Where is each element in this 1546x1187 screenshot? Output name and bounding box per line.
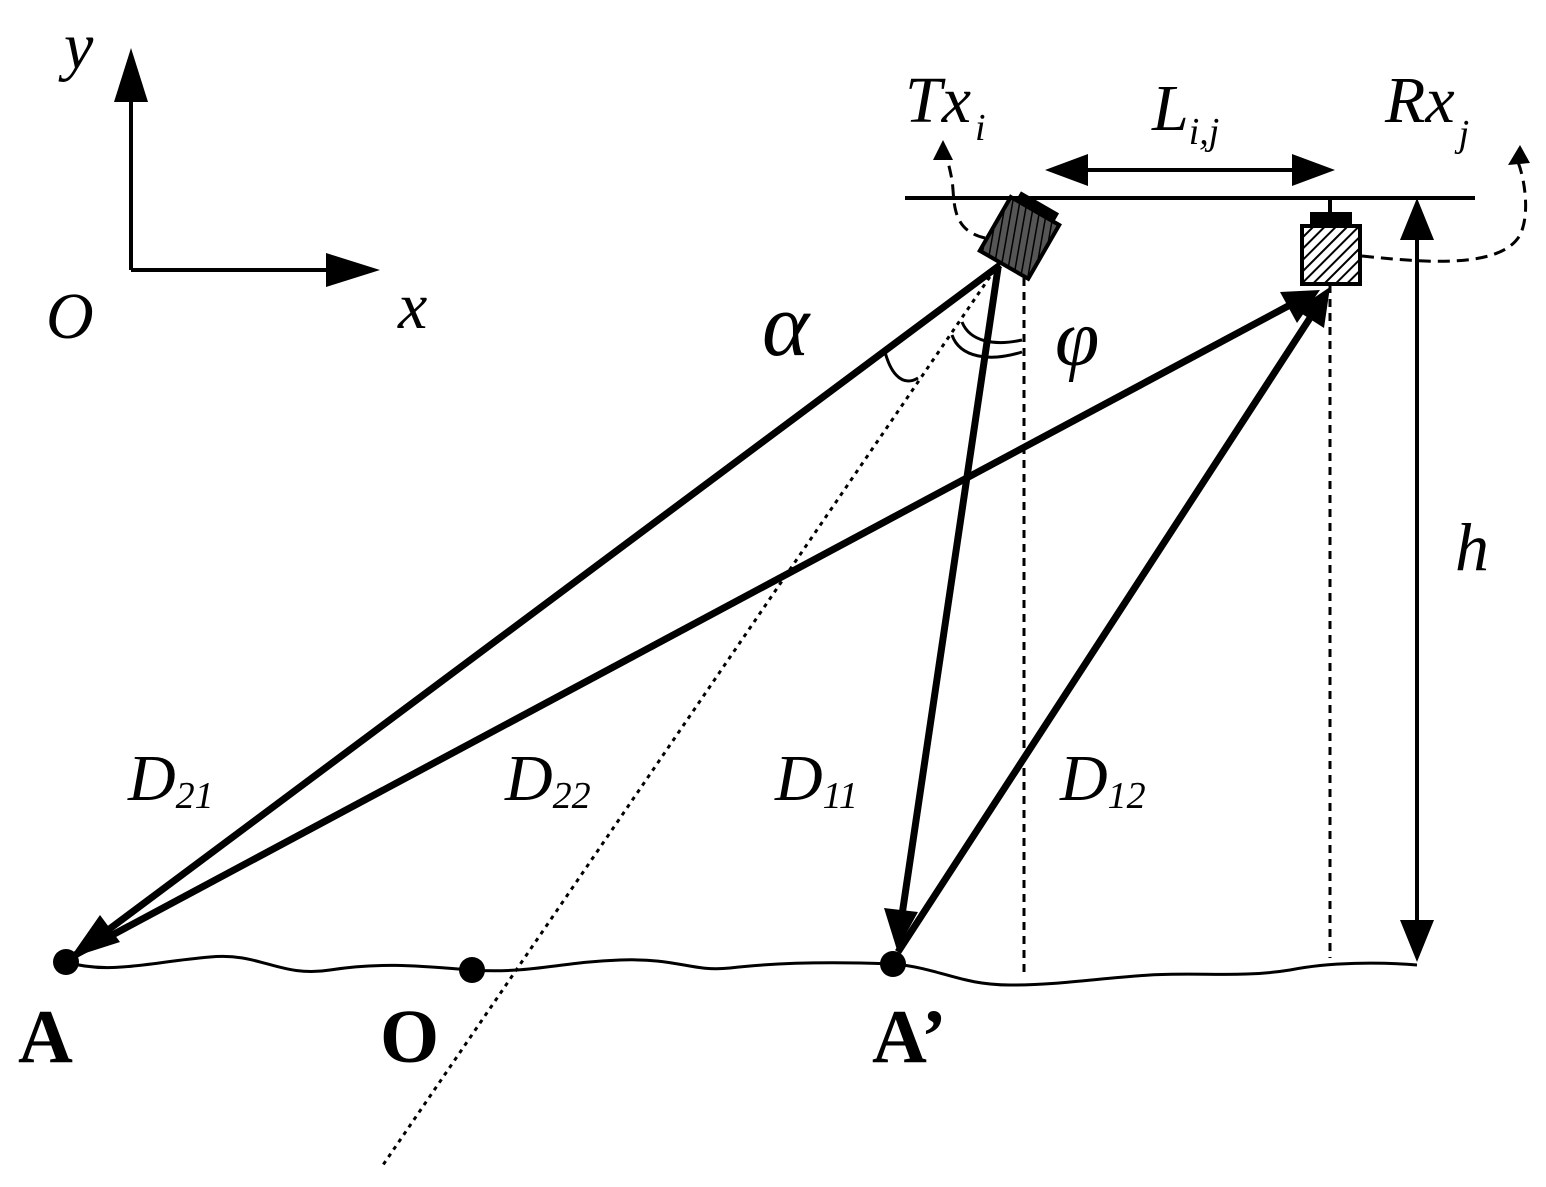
separation-label: Li,j — [1151, 72, 1219, 153]
point-a-prime-marker — [880, 951, 906, 977]
point-o-marker — [459, 957, 485, 983]
transmitter-rotation-arrow — [933, 140, 986, 240]
y-axis-label: y — [58, 10, 94, 83]
distance-d21-label: D21 — [127, 742, 214, 817]
receiver-photodiode — [1300, 198, 1362, 286]
ground-line — [65, 954, 1418, 987]
ray-d11 — [884, 267, 1002, 950]
separation-arrow — [1045, 154, 1335, 186]
distance-d12-label: D12 — [1059, 742, 1146, 817]
distance-d22-label: D22 — [504, 742, 591, 817]
phi-label: φ — [1055, 295, 1099, 383]
alpha-angle-arc — [883, 351, 919, 383]
height-arrow — [1400, 198, 1434, 962]
ray-d22 — [73, 290, 1320, 959]
ray-d12 — [895, 287, 1330, 954]
phi-angle-arc-outer — [950, 334, 1023, 359]
alpha-label: α — [762, 276, 811, 375]
point-a-prime-label: A’ — [872, 995, 947, 1079]
transmitter-led — [977, 191, 1062, 282]
coordinate-axes — [114, 48, 380, 287]
point-a-label: A — [18, 995, 73, 1079]
x-axis-label: x — [397, 270, 427, 343]
distance-d11-label: D11 — [774, 742, 858, 817]
point-o-label: O — [380, 995, 439, 1079]
origin-label: O — [46, 280, 94, 353]
point-a-marker — [53, 949, 79, 975]
receiver-rotation-arrow — [1361, 145, 1530, 263]
phi-angle-arc-inner — [960, 321, 1023, 344]
height-label: h — [1455, 509, 1489, 585]
ray-d21 — [70, 262, 1003, 958]
tx-pointing-axis — [381, 261, 1002, 1166]
